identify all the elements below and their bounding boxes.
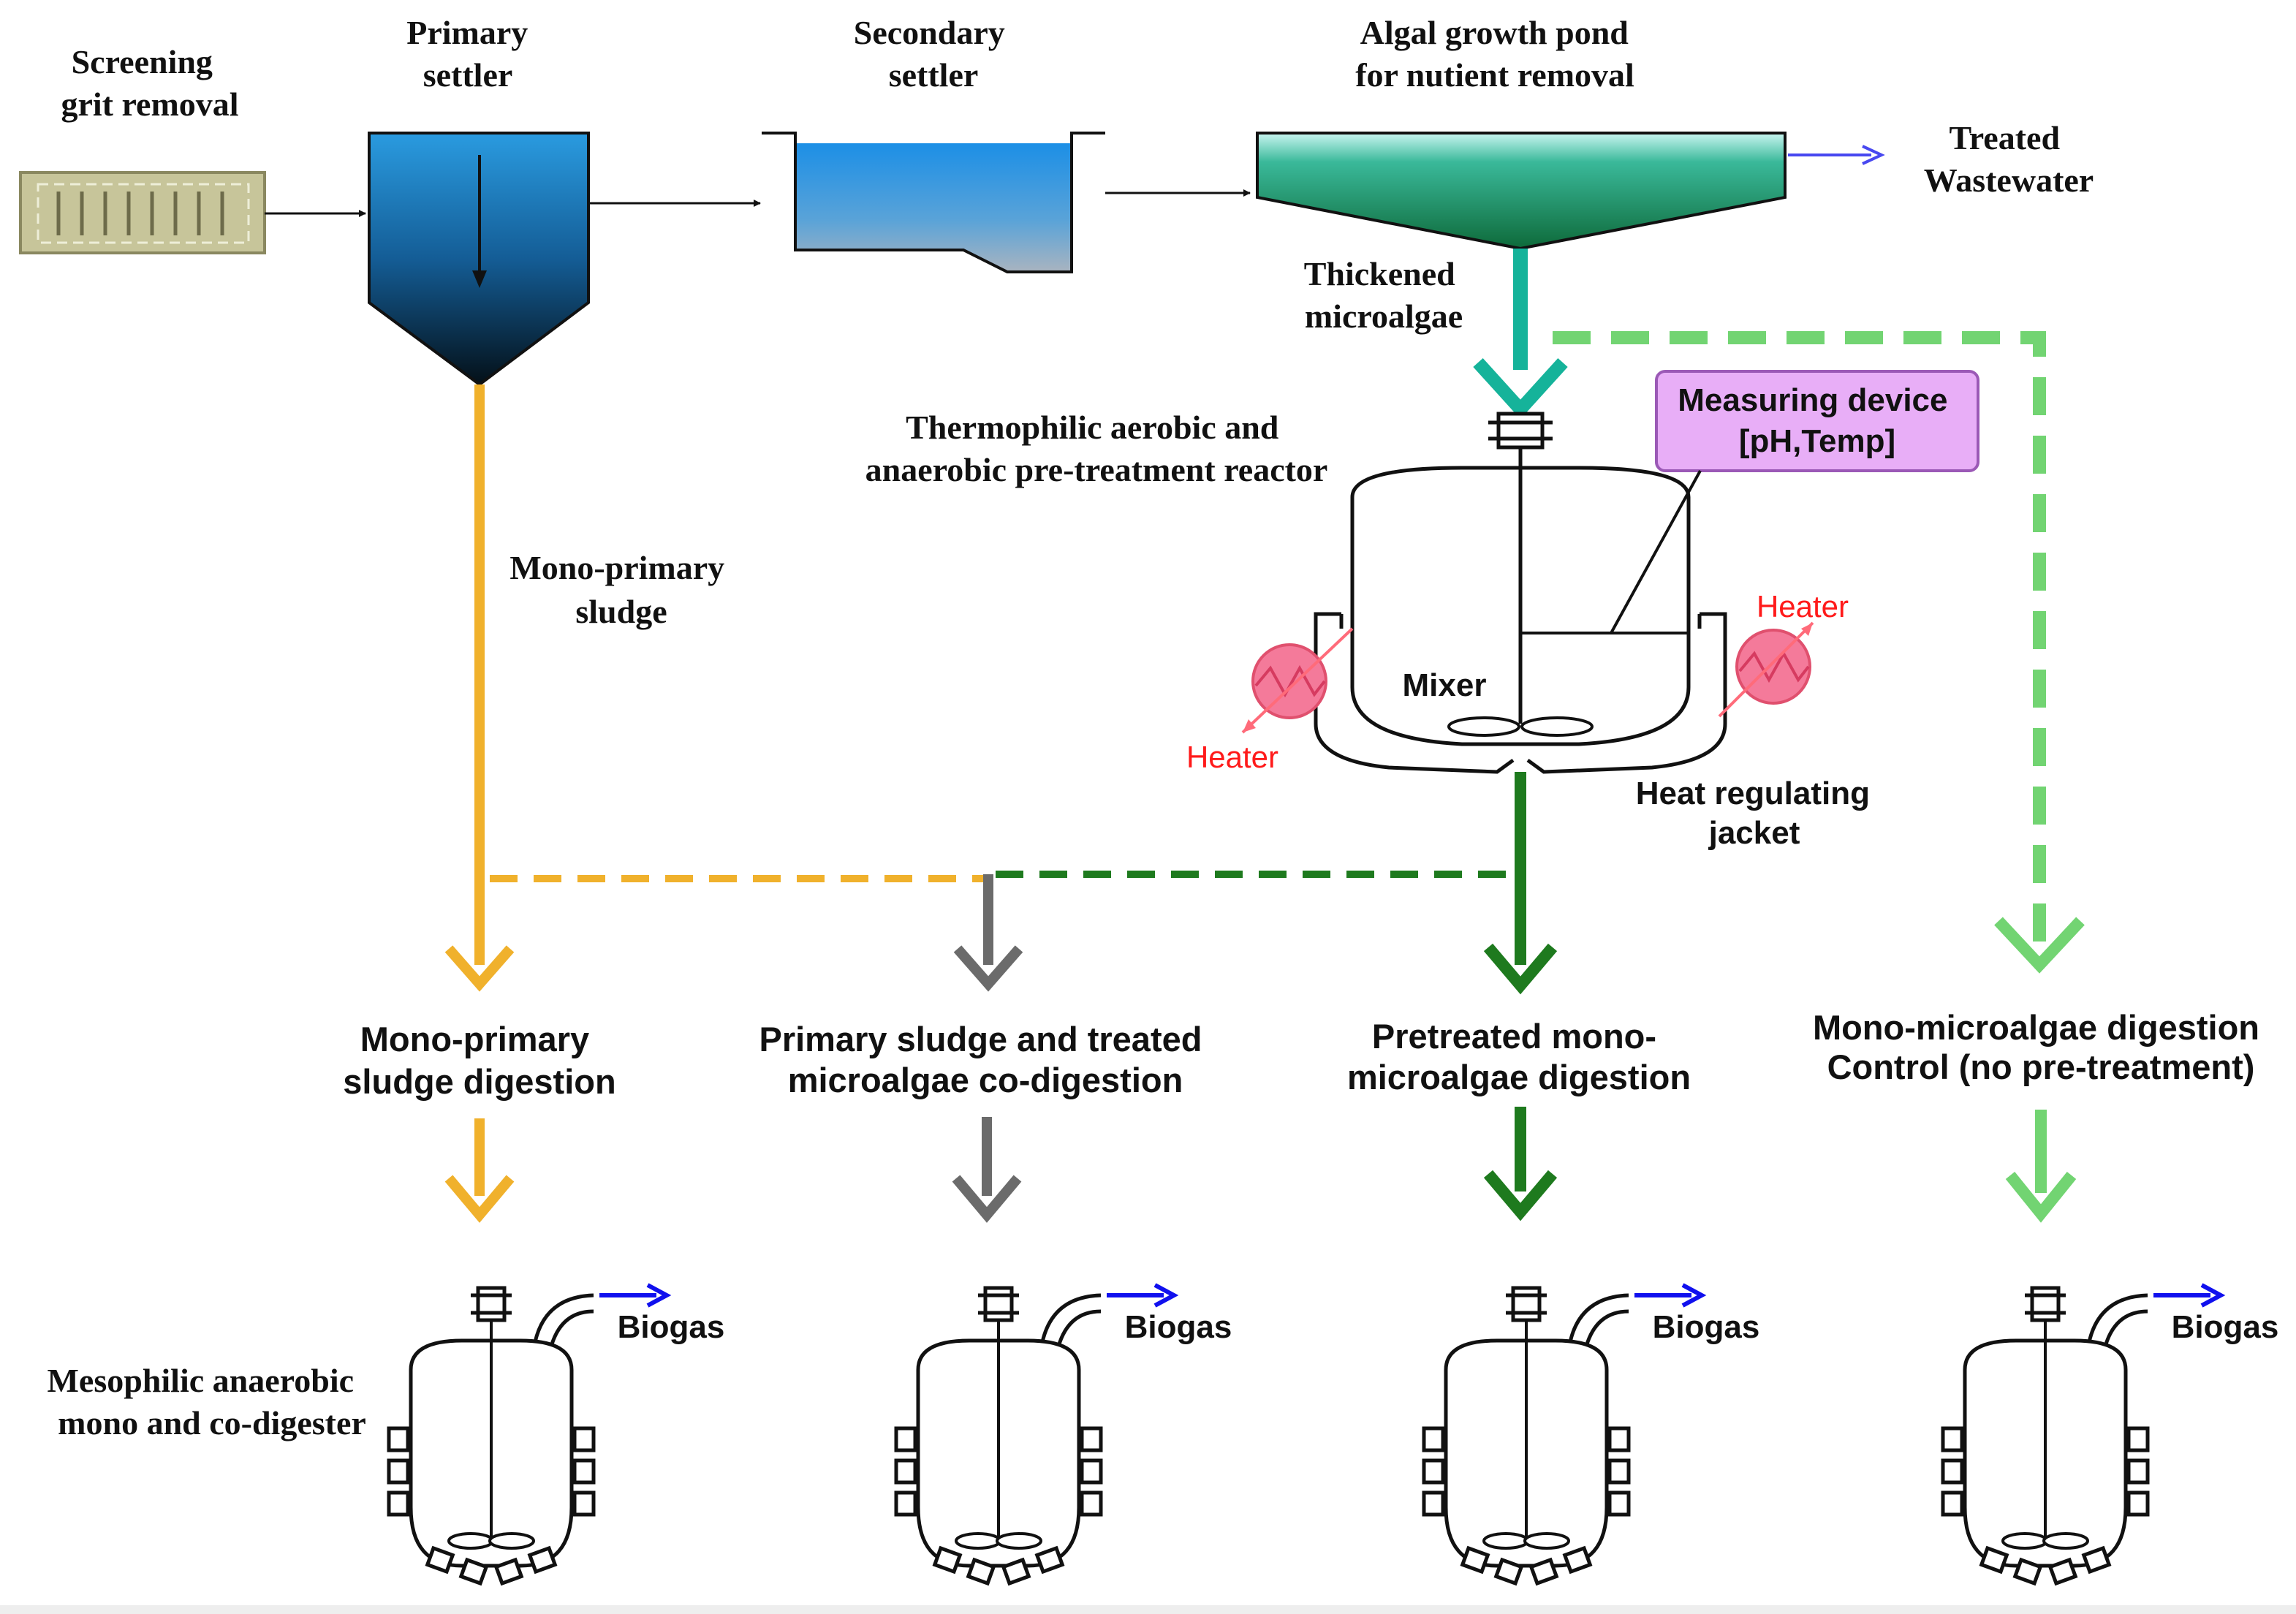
untreated-microalgae-bypass-line: [1553, 331, 2046, 943]
digestion-4-down-arrowhead: [2005, 1171, 2077, 1223]
heat-jacket-label: Heat regulating jacket: [1636, 776, 1879, 851]
algal-pond-line1: Algal growth pond: [1360, 14, 1629, 51]
screening-label-line1: Screening: [72, 43, 213, 80]
digestion-2-line2: microalgae co-digestion: [788, 1061, 1183, 1099]
pretreatment-reactor: [1314, 412, 1727, 774]
algal-pond-label: Algal growth pond for nutient removal: [1355, 14, 1637, 94]
heat-jacket-line1: Heat regulating: [1636, 776, 1870, 811]
mesophilic-digester-label: Mesophilic anaerobic mono and co-digeste…: [47, 1362, 365, 1441]
digestion-3-line1: Pretreated mono-: [1372, 1017, 1656, 1056]
digestion-4-label: Mono-microalgae digestion Control (no pr…: [1813, 1008, 2269, 1086]
primary-settler-line1: Primary: [406, 14, 528, 51]
heater-left-label: Heater: [1186, 740, 1278, 774]
primary-settler-line2: settler: [423, 56, 513, 94]
digestion-1-down-arrowhead: [444, 1175, 515, 1223]
digester-1: Biogas: [387, 1283, 725, 1586]
algal-pond-line2: for nutient removal: [1355, 56, 1634, 94]
measuring-device-line2: [pH,Temp]: [1739, 423, 1895, 459]
digestion-2-line1: Primary sludge and treated: [759, 1020, 1202, 1058]
thickened-microalgae-line2: microalgae: [1305, 298, 1463, 335]
mesophilic-digester-line2: mono and co-digester: [58, 1404, 366, 1441]
secondary-settler-line1: Secondary: [854, 14, 1005, 51]
screening-label: Screening grit removal: [61, 43, 238, 123]
thickened-microalgae-line1: Thickened: [1304, 255, 1455, 292]
mono-primary-sludge-label: Mono-primary sludge: [509, 549, 732, 630]
mesophilic-digester-line1: Mesophilic anaerobic: [47, 1362, 354, 1399]
digestion-4-line2: Control (no pre-treatment): [1827, 1047, 2255, 1086]
digestion-4-line1: Mono-microalgae digestion: [1813, 1008, 2259, 1047]
digestion-1-line1: Mono-primary: [360, 1020, 589, 1058]
secondary-settler-line2: settler: [889, 56, 979, 94]
digestion-3-label: Pretreated mono- microalgae digestion: [1347, 1017, 1691, 1096]
secondary-settler-label: Secondary settler: [854, 14, 1014, 94]
pretreatment-reactor-line2: anaerobic pre-treatment reactor: [865, 451, 1328, 488]
thickened-microalgae-arrowhead: [1473, 357, 1568, 420]
thickened-microalgae-label: Thickened microalgae: [1304, 255, 1464, 335]
mixer-label: Mixer: [1403, 667, 1487, 703]
treated-wastewater-label: Treated Wastewater: [1924, 119, 2094, 199]
digester-2: Biogas: [894, 1283, 1232, 1586]
primary-settler: [368, 132, 590, 387]
primary-settler-label: Primary settler: [406, 14, 537, 94]
pretreated-arrowhead: [1483, 943, 1558, 995]
heater-right-label: Heater: [1757, 589, 1849, 624]
digester-3: Biogas: [1422, 1283, 1760, 1586]
biogas-label: Biogas: [1125, 1309, 1232, 1345]
heater-right-icon: [1718, 621, 1814, 718]
algal-growth-pond: [1256, 132, 1787, 251]
codigestion-arrowhead: [953, 945, 1023, 992]
pretreatment-reactor-line1: Thermophilic aerobic and: [906, 409, 1279, 446]
biogas-label: Biogas: [1653, 1309, 1760, 1345]
digestion-3-down-arrowhead: [1483, 1170, 1558, 1221]
digestion-2-down-arrowhead: [952, 1175, 1022, 1223]
heat-jacket-line2: jacket: [1708, 815, 1800, 851]
bottom-scroll-strip: [0, 1605, 2296, 1614]
treated-wastewater-line2: Wastewater: [1924, 162, 2094, 199]
mono-primary-sludge-line2: sludge: [575, 593, 667, 630]
heater-left-icon: [1241, 627, 1354, 734]
biogas-label: Biogas: [618, 1309, 725, 1345]
measuring-device-line1: Measuring device: [1678, 382, 1947, 418]
digestion-3-line2: microalgae digestion: [1347, 1058, 1691, 1096]
digestion-1-label: Mono-primary sludge digestion: [343, 1020, 615, 1101]
digester-4: Biogas: [1941, 1283, 2279, 1586]
measuring-device-label: Measuring device [pH,Temp]: [1678, 382, 1957, 459]
treated-wastewater-line1: Treated: [1949, 119, 2060, 156]
screening-label-line2: grit removal: [61, 86, 238, 123]
primary-sludge-arrowhead: [444, 945, 515, 992]
measuring-device-box: [1655, 370, 1979, 472]
mono-primary-sludge-line1: Mono-primary: [509, 549, 724, 586]
treated-wastewater-arrowhead: [1862, 145, 1885, 165]
measuring-device-lead: [1610, 470, 1702, 634]
digestion-1-line2: sludge digestion: [343, 1062, 615, 1101]
digesters-group: Biogas Biogas Biogas Biogas: [387, 1283, 2279, 1586]
pretreatment-reactor-label: Thermophilic aerobic and anaerobic pre-t…: [865, 409, 1328, 488]
screening-unit: [19, 171, 266, 254]
secondary-settler: [762, 132, 1105, 273]
bypass-arrowhead: [1994, 917, 2085, 974]
biogas-label: Biogas: [2172, 1309, 2279, 1345]
digestion-2-label: Primary sludge and treated microalgae co…: [759, 1020, 1211, 1099]
